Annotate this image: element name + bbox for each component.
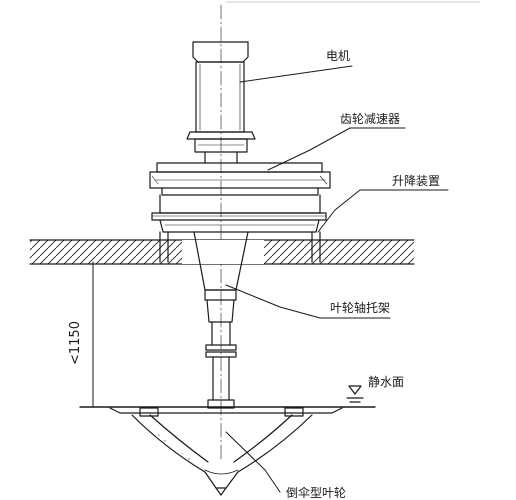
impeller-body: [79, 399, 376, 496]
label-motor: 电机: [326, 49, 350, 63]
floor-slab: [29, 239, 415, 265]
depth-dimension-label: <1150: [68, 321, 83, 365]
water-level-marker: [346, 385, 364, 403]
label-lifting-device: 升降装置: [392, 174, 440, 188]
motor-body: [186, 41, 256, 164]
gear-reducer-body: [149, 162, 331, 196]
lifting-device-leader: [317, 189, 449, 233]
label-inverted-umbrella-impeller: 倒伞型叶轮: [286, 485, 346, 500]
label-still-water-surface: 静水面: [368, 375, 404, 389]
depth-dimension: [87, 261, 99, 408]
bracket-leader: [225, 284, 391, 319]
label-impeller-shaft-bracket: 叶轮轴托架: [330, 300, 390, 315]
motor-leader: [239, 65, 353, 83]
impeller-shaft-bracket: [193, 231, 249, 401]
impeller-leader: [225, 431, 281, 493]
gear-reducer-leader: [267, 127, 406, 171]
label-gear-reducer: 齿轮减速器: [340, 112, 400, 126]
